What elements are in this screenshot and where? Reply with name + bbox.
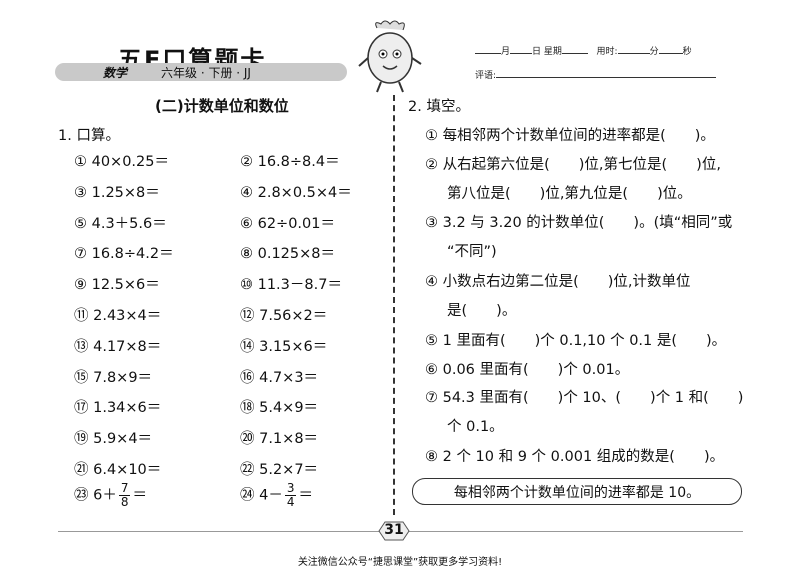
calc-problem: ⑩ 11.3－8.7＝	[240, 277, 342, 294]
fill-blank-line: ④ 小数点右边第二位是( )位,计数单位	[425, 274, 691, 290]
fill-blank-line: 第八位是( )位,第九位是( )位。	[447, 186, 692, 202]
fill-blank-line: ⑤ 1 里面有( )个 0.1,10 个 0.1 是( )。	[425, 333, 727, 349]
calc-problem: ⑬ 4.17×8＝	[74, 338, 162, 355]
right-heading: 2. 填空。	[408, 99, 470, 115]
calc-problem: ③ 1.25×8＝	[74, 184, 160, 201]
tip-box: 每相邻两个计数单位间的进率都是 10。	[412, 478, 742, 505]
page-badge-icon	[378, 521, 410, 541]
comment-row: 评语:	[475, 68, 717, 81]
fill-blank-line: 是( )。	[447, 303, 517, 319]
calc-problem: ⑪ 2.43×4＝	[74, 308, 162, 324]
fill-blank-line: 个 0.1。	[447, 419, 504, 435]
calc-problem: ⑧ 0.125×8＝	[240, 246, 335, 263]
calc-problem: ⑭ 3.15×6＝	[240, 338, 328, 355]
column-divider	[393, 95, 395, 515]
fill-blank-line: ⑧ 2 个 10 和 9 个 0.001 组成的数是( )。	[425, 449, 725, 465]
calc-problem: ⑲ 5.9×4＝	[74, 431, 153, 448]
calc-problem: ② 16.8÷8.4＝	[240, 154, 340, 170]
date-row: 月日 星期 用时:分秒	[475, 44, 692, 57]
calc-problem: ⑯ 4.7×3＝	[240, 369, 319, 386]
fill-blank-line: ③ 3.2 与 3.20 的计数单位( )。(填“相同”或	[425, 215, 733, 231]
calc-problem: ⑦ 16.8÷4.2＝	[74, 246, 174, 263]
mascot-icon	[358, 20, 422, 93]
calc-problem: ⑨ 12.5×6＝	[74, 277, 160, 294]
calc-problem: ⑱ 5.4×9＝	[240, 400, 319, 417]
page-number: 31	[384, 522, 404, 538]
fill-blank-line: ② 从右起第六位是( )位,第七位是( )位,	[425, 157, 721, 173]
calc-problem: ⑮ 7.8×9＝	[74, 369, 153, 386]
calc-problem: ⑳ 7.1×8＝	[240, 431, 319, 448]
subject-label: 数学	[103, 66, 128, 80]
left-heading: 1. 口算。	[58, 128, 120, 144]
calc-problem: ④ 2.8×0.5×4＝	[240, 184, 352, 201]
calc-problem: ⑰ 1.34×6＝	[74, 400, 162, 417]
subject-bar: 数学 六年级 · 下册 · JJ	[55, 63, 347, 81]
section-title: (二)计数单位和数位	[155, 97, 289, 115]
fill-blank-line: ⑦ 54.3 里面有( )个 10、( )个 1 和( )	[425, 390, 744, 406]
fill-blank-line: ⑥ 0.06 里面有( )个 0.01。	[425, 362, 630, 378]
tip-text: 每相邻两个计数单位间的进率都是 10。	[453, 485, 701, 501]
calc-problem: ① 40×0.25＝	[74, 154, 169, 170]
calc-problem: ⑥ 62÷0.01＝	[240, 215, 335, 232]
calc-problem: ⑤ 4.3＋5.6＝	[74, 215, 167, 232]
grade-info: 六年级 · 下册 · JJ	[161, 66, 251, 80]
fill-blank-line: “不同”)	[447, 244, 497, 260]
fill-blank-line: ① 每相邻两个计数单位间的进率都是( )。	[425, 128, 715, 144]
footer-note: 关注微信公众号“捷思课堂”获取更多学习资料!	[297, 557, 503, 568]
calc-problem: ㉑ 6.4×10＝	[74, 462, 162, 478]
calc-problem: ⑫ 7.56×2＝	[240, 308, 328, 324]
calc-problem: ㉒ 5.2×7＝	[240, 462, 319, 478]
